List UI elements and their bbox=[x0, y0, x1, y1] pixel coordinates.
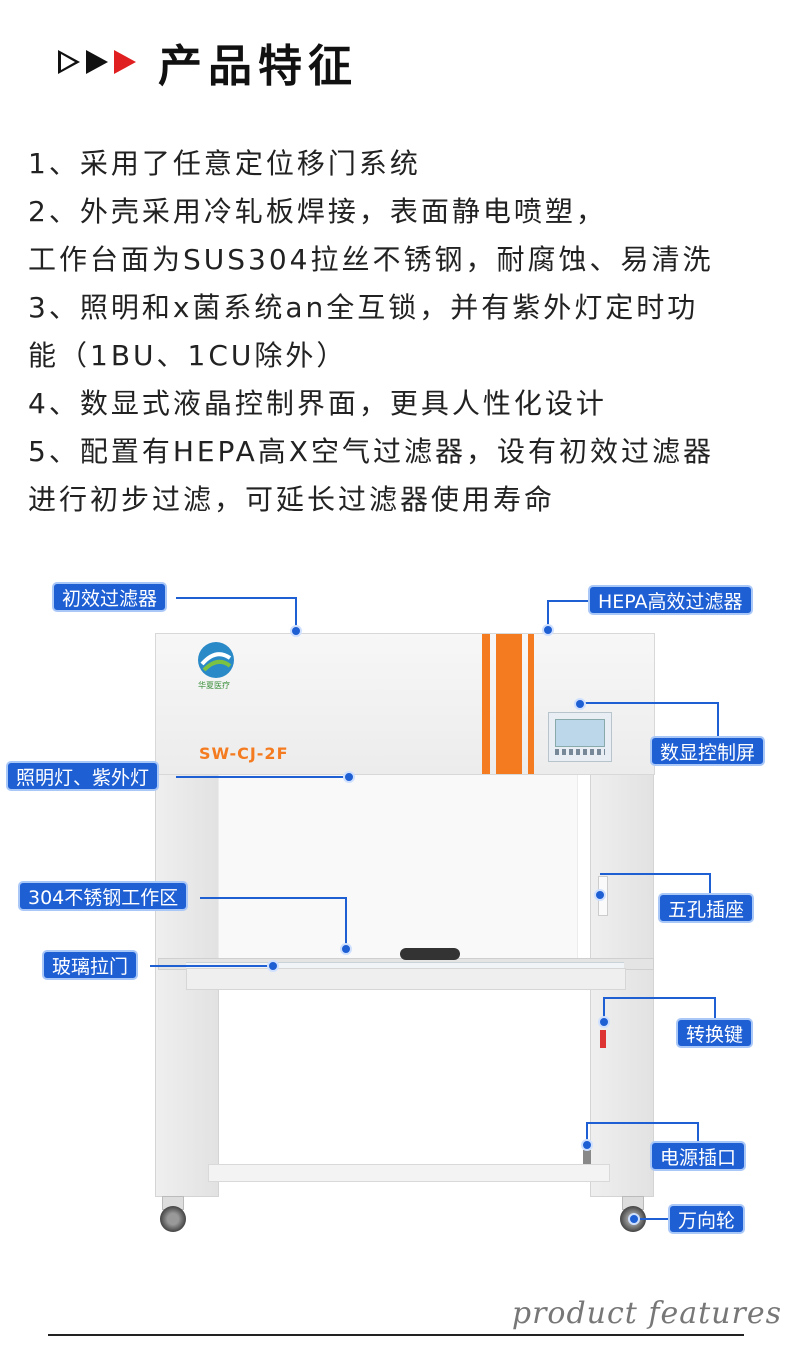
callout-line bbox=[634, 1218, 670, 1220]
callout-line bbox=[717, 702, 719, 738]
callout-dot bbox=[290, 625, 302, 637]
callout-line bbox=[586, 1122, 698, 1124]
feature-line: 5、配置有HEPA高X空气过滤器，设有初效过滤器 bbox=[28, 435, 714, 468]
callout-dot bbox=[574, 698, 586, 710]
red-triangle-icon bbox=[114, 50, 136, 74]
label-primary-filter: 初效过滤器 bbox=[52, 582, 168, 612]
callout-dot bbox=[267, 960, 279, 972]
label-worktop: 304不锈钢工作区 bbox=[18, 881, 189, 911]
callout-dot bbox=[628, 1213, 640, 1225]
label-power-socket: 电源插口 bbox=[650, 1141, 747, 1171]
hood-panel: 华夏医疗 SW-CJ-2F bbox=[155, 633, 655, 775]
callout-line bbox=[586, 1122, 588, 1142]
control-keys bbox=[555, 749, 605, 755]
model-label: SW-CJ-2F bbox=[199, 744, 289, 763]
callout-line bbox=[547, 600, 549, 630]
feature-line: 3、照明和x菌系统an全互锁，并有紫外灯定时功 bbox=[28, 291, 699, 324]
callout-dot bbox=[594, 889, 606, 901]
feature-line: 进行初步过滤，可延长过滤器使用寿命 bbox=[28, 483, 556, 516]
callout-line bbox=[709, 873, 711, 895]
callout-line bbox=[176, 597, 296, 599]
feature-line: 1、采用了任意定位移门系统 bbox=[28, 147, 421, 180]
switch-key bbox=[600, 1030, 606, 1048]
orange-stripe bbox=[496, 634, 522, 774]
page-title: 产品特征 bbox=[158, 41, 358, 92]
callout-dot bbox=[340, 943, 352, 955]
label-wheels: 万向轮 bbox=[668, 1204, 746, 1234]
callout-line bbox=[603, 997, 715, 999]
orange-stripe bbox=[528, 634, 534, 774]
label-display-screen: 数显控制屏 bbox=[650, 736, 766, 766]
callout-line bbox=[200, 897, 346, 899]
feature-line: 4、数显式液晶控制界面，更具人性化设计 bbox=[28, 387, 607, 420]
power-plug bbox=[583, 1150, 591, 1164]
power-cable bbox=[400, 948, 460, 960]
callout-line bbox=[714, 997, 716, 1019]
label-outlet: 五孔插座 bbox=[658, 893, 755, 923]
feature-line: 2、外壳采用冷轧板焊接，表面静电喷塑， bbox=[28, 195, 607, 228]
callout-line bbox=[580, 702, 718, 704]
label-hepa-filter: HEPA高效过滤器 bbox=[588, 585, 753, 615]
callout-line bbox=[345, 897, 347, 947]
bottom-crossbar bbox=[208, 1164, 610, 1182]
footer-divider bbox=[48, 1334, 744, 1336]
footer-caption: product features bbox=[511, 1296, 782, 1331]
label-glass-door: 玻璃拉门 bbox=[42, 950, 139, 980]
callout-dot bbox=[598, 1016, 610, 1028]
table-frame bbox=[186, 968, 626, 990]
caster-wheel-icon bbox=[160, 1206, 186, 1232]
logo-text: 华夏医疗 bbox=[198, 681, 230, 690]
callout-line bbox=[150, 965, 274, 967]
orange-stripe bbox=[482, 634, 490, 774]
feature-line: 工作台面为SUS304拉丝不锈钢，耐腐蚀、易清洗 bbox=[28, 243, 714, 276]
callout-line bbox=[600, 873, 710, 875]
outline-triangle-icon bbox=[58, 50, 80, 74]
black-triangle-icon bbox=[86, 50, 108, 74]
brand-logo-icon bbox=[198, 642, 234, 678]
callout-line bbox=[697, 1122, 699, 1142]
callout-line bbox=[603, 997, 605, 1019]
clean-bench-illustration: 华夏医疗 SW-CJ-2F bbox=[0, 560, 790, 1260]
glass-door-edge bbox=[186, 962, 624, 968]
callout-line bbox=[295, 597, 297, 631]
callout-dot bbox=[542, 624, 554, 636]
control-display bbox=[548, 712, 612, 762]
work-chamber bbox=[218, 773, 578, 965]
section-header: 产品特征 bbox=[58, 30, 358, 94]
feature-line: 能（1BU、1CU除外） bbox=[28, 339, 348, 372]
callout-line bbox=[176, 776, 348, 778]
label-switch: 转换键 bbox=[676, 1018, 754, 1048]
callout-dot bbox=[343, 771, 355, 783]
callout-dot bbox=[581, 1139, 593, 1151]
label-lights: 照明灯、紫外灯 bbox=[6, 761, 160, 791]
callout-line bbox=[547, 600, 589, 602]
lcd-screen bbox=[555, 719, 605, 747]
feature-list: 1、采用了任意定位移门系统 2、外壳采用冷轧板焊接，表面静电喷塑， 工作台面为S… bbox=[28, 140, 768, 524]
